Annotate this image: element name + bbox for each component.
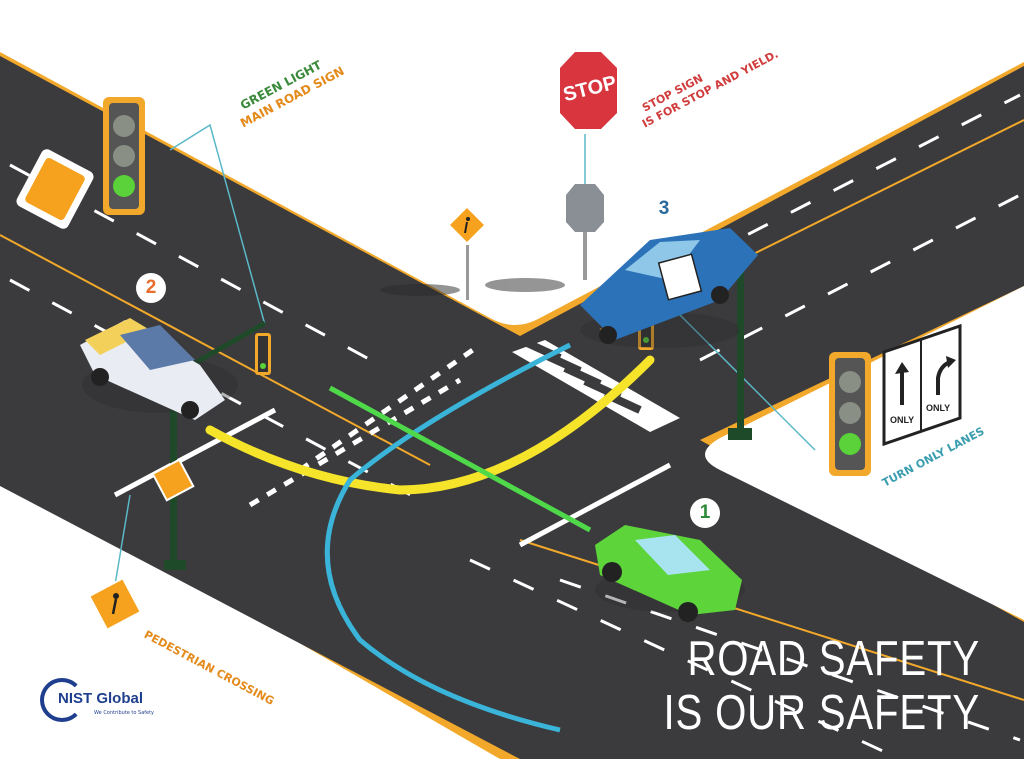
path-blue [324,342,572,733]
marker-2: 2 [136,273,166,303]
turn-sign-left-text: ONLY [890,415,915,425]
path-yellow [205,355,655,495]
car-green [595,525,745,622]
logo-name: NIST Global [58,690,144,707]
pedestrian-crossing-sign-icon [87,576,143,632]
marker-1: 1 [690,498,720,528]
headline-line2: IS OUR SAFETY [663,686,980,740]
turn-only-sign-icon [882,323,962,447]
lane-markings [9,93,1021,759]
stop-lines [113,342,672,548]
turn-sign-right-text: ONLY [926,403,951,413]
headline: ROAD SAFETY IS OUR SAFETY [594,632,980,740]
logo: NIST Global We Contribute to Safety [40,676,160,726]
path-green [328,385,592,533]
shadow [485,278,565,292]
logo-ring-icon [40,678,84,722]
stop-sign-back [566,184,604,280]
corner-s [0,490,500,759]
corner-n [0,0,1024,325]
traffic-light-turn [829,352,871,476]
stop-sign-icon [556,48,622,134]
main-road-sign-icon [16,149,94,229]
shadow [380,284,460,296]
car-blue [580,228,758,348]
logo-tagline: We Contribute to Safety [94,710,155,716]
car-taxi [80,318,238,420]
road-surface [0,56,1024,759]
marker-3: 3 [649,194,679,224]
headline-line1: ROAD SAFETY [687,632,980,686]
pedestrian-sign-icon [447,205,487,300]
traffic-light-main-road [103,97,145,215]
